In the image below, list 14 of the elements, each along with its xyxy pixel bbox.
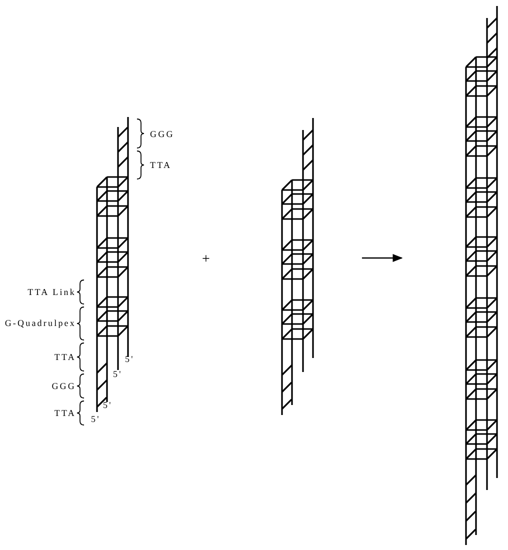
segment-label: TTA (54, 352, 76, 362)
segment-label: G-Quadrulpex (4, 318, 76, 328)
arrow (362, 254, 403, 262)
strand-end-label: 5' (103, 400, 112, 410)
plus-sign: + (202, 253, 210, 267)
segment-label: GGG (52, 381, 76, 391)
strand-end-label: 5' (91, 414, 100, 424)
segment-label: TTA (150, 160, 172, 170)
segment-label: GGG (150, 129, 174, 139)
g-quadruplex-drawing (465, 5, 498, 546)
segment-label: TTA (54, 408, 76, 418)
strand-end-label: 5' (113, 369, 122, 379)
g-quadruplex-drawing (281, 117, 314, 416)
segment-label: TTA Link (28, 287, 76, 297)
